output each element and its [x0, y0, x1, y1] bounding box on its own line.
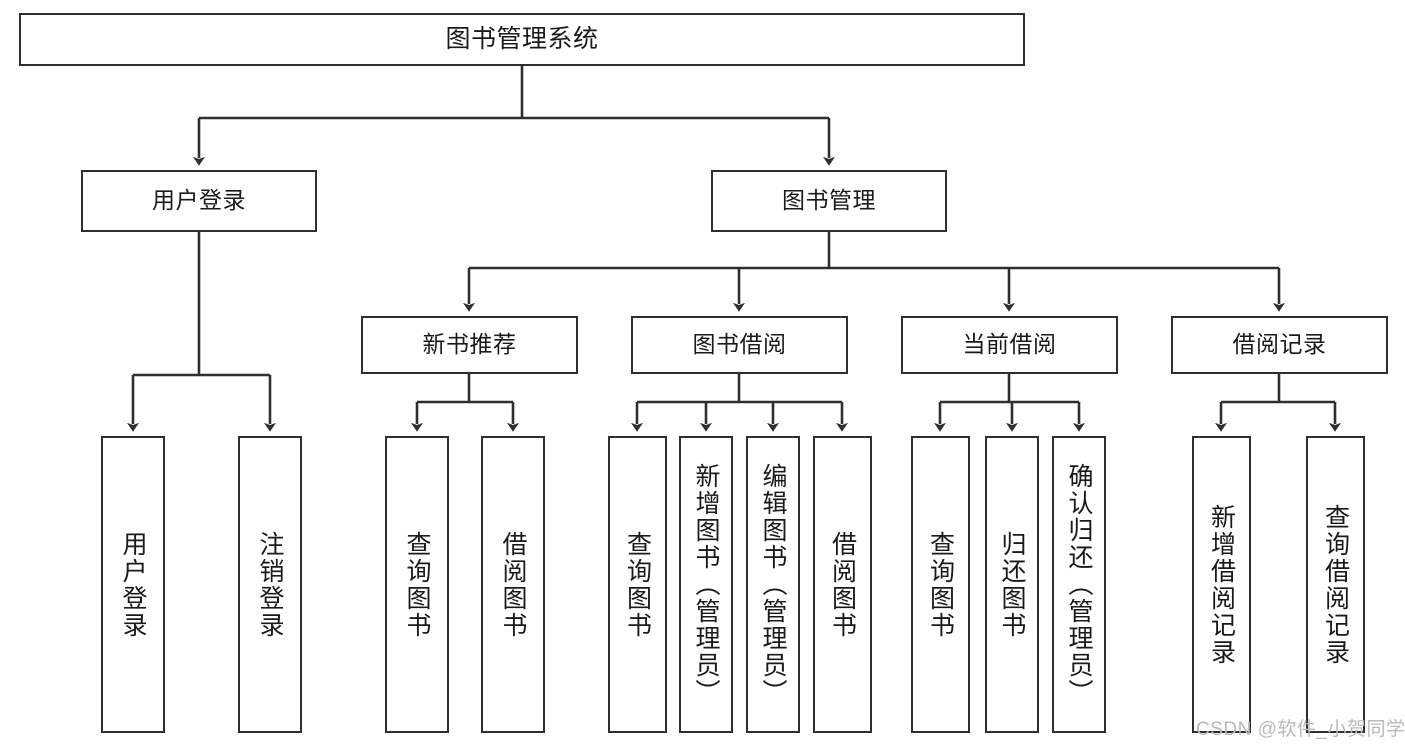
node-borrow-record[interactable]: 借阅记录: [1171, 316, 1388, 374]
new-book-rec-to-leaves-connector: [411, 374, 519, 432]
node-leaf-borrow-book-1[interactable]: 借阅图书: [481, 436, 545, 733]
node-leaf-add-book[interactable]: 新增图书（管理员）: [679, 436, 733, 733]
borrow-record-to-leaves-connector: [1215, 374, 1341, 432]
node-new-book-rec-label: 新书推荐: [422, 331, 517, 358]
node-leaf-user-login[interactable]: 用户登录: [101, 436, 165, 733]
node-leaf-add-record[interactable]: 新增借阅记录: [1192, 436, 1251, 733]
node-leaf-borrow-book-2-label: 借阅图书: [828, 530, 857, 639]
node-leaf-borrow-book-1-label: 借阅图书: [499, 530, 527, 639]
current-borrow-to-leaves-connector: [934, 374, 1085, 432]
node-leaf-query-book-1[interactable]: 查询图书: [385, 436, 449, 733]
node-leaf-user-login-label: 用户登录: [119, 530, 147, 639]
node-leaf-logout[interactable]: 注销登录: [238, 436, 302, 733]
node-book-manage[interactable]: 图书管理: [711, 170, 947, 232]
node-current-borrow-label: 当前借阅: [962, 331, 1057, 358]
node-leaf-borrow-book-2[interactable]: 借阅图书: [813, 436, 872, 733]
node-leaf-edit-book-label: 编辑图书（管理员）: [759, 463, 787, 706]
node-leaf-query-book-3-label: 查询图书: [926, 530, 955, 639]
node-leaf-add-book-label: 新增图书（管理员）: [692, 463, 720, 706]
node-leaf-query-book-2-label: 查询图书: [623, 530, 652, 639]
node-borrow-record-label: 借阅记录: [1232, 331, 1327, 358]
node-root-label: 图书管理系统: [445, 24, 599, 53]
node-leaf-edit-book[interactable]: 编辑图书（管理员）: [746, 436, 800, 733]
node-book-manage-label: 图书管理: [782, 187, 876, 214]
book-manage-to-level2-connector: [463, 232, 1285, 312]
node-leaf-return-book[interactable]: 归还图书: [985, 436, 1039, 733]
node-leaf-query-book-3[interactable]: 查询图书: [911, 436, 970, 733]
user-login-to-leaves-connector: [127, 232, 276, 432]
node-leaf-add-record-label: 新增借阅记录: [1207, 503, 1236, 666]
node-leaf-query-book-1-label: 查询图书: [403, 530, 431, 639]
node-leaf-confirm-return-label: 确认归还（管理员）: [1065, 463, 1093, 706]
node-leaf-return-book-label: 归还图书: [998, 530, 1026, 639]
node-leaf-logout-label: 注销登录: [256, 530, 284, 639]
node-leaf-query-record-label: 查询借阅记录: [1321, 503, 1350, 666]
node-leaf-query-book-2[interactable]: 查询图书: [608, 436, 667, 733]
node-book-borrow-label: 图书借阅: [692, 331, 787, 358]
root-to-level1-connector: [193, 66, 835, 166]
node-new-book-rec[interactable]: 新书推荐: [361, 316, 578, 374]
node-user-login-label: 用户登录: [152, 187, 246, 214]
book-borrow-to-leaves-connector: [631, 374, 848, 432]
node-book-borrow[interactable]: 图书借阅: [631, 316, 848, 374]
node-current-borrow[interactable]: 当前借阅: [901, 316, 1118, 374]
node-leaf-query-record[interactable]: 查询借阅记录: [1306, 436, 1365, 733]
node-user-login[interactable]: 用户登录: [81, 170, 317, 232]
node-leaf-confirm-return[interactable]: 确认归还（管理员）: [1052, 436, 1106, 733]
node-root[interactable]: 图书管理系统: [19, 13, 1025, 66]
